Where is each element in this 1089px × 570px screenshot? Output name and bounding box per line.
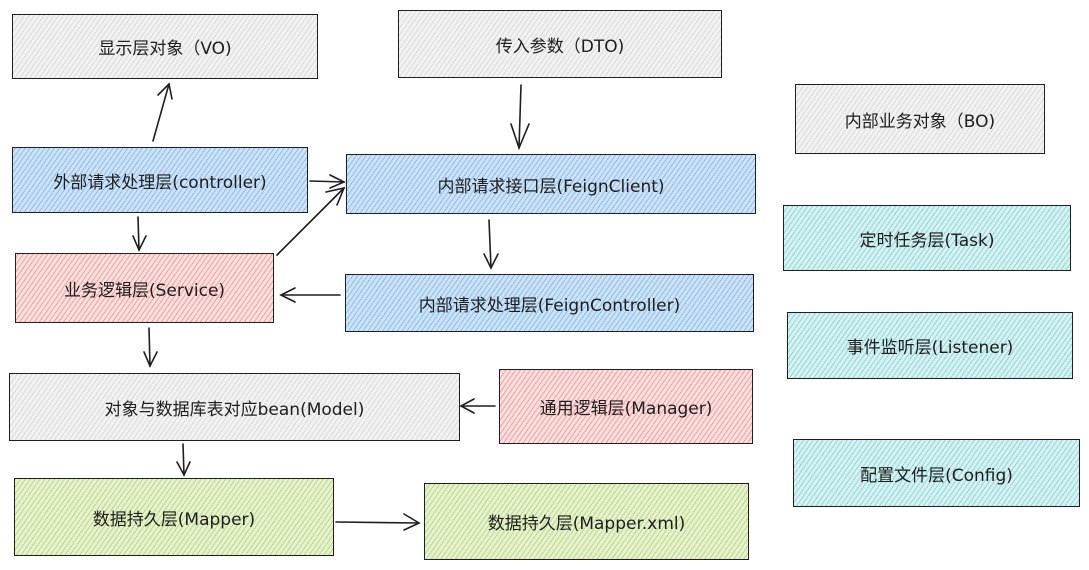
- listener-label: 事件监听层(Listener): [846, 338, 1014, 358]
- arrow-feignclient-to-feigncontroller: [483, 219, 499, 270]
- feign-controller-label: 内部请求处理层(FeignController): [418, 295, 681, 316]
- bo-label: 内部业务对象（BO): [844, 111, 996, 132]
- arrow-controller-to-vo: [152, 82, 173, 142]
- arrow-controller-to-feignclient: [309, 174, 346, 189]
- vo-box: 显示层对象（VO): [12, 14, 318, 79]
- manager-box: 通用逻辑层(Manager): [499, 369, 753, 444]
- feign-controller-box: 内部请求处理层(FeignController): [345, 274, 754, 332]
- controller-label: 外部请求处理层(controller): [53, 172, 267, 193]
- arrow-service-to-model: [143, 327, 158, 368]
- mapper-label: 数据持久层(Mapper): [92, 509, 256, 530]
- model-box: 对象与数据库表对应bean(Model): [9, 373, 460, 441]
- vo-label: 显示层对象（VO): [98, 39, 232, 59]
- bo-box: 内部业务对象（BO): [795, 84, 1045, 154]
- model-label: 对象与数据库表对应bean(Model): [104, 399, 365, 420]
- arrow-model-to-mapper: [176, 443, 191, 477]
- arrow-mapper-to-mapperxml: [335, 513, 421, 531]
- mapper-xml-label: 数据持久层(Mapper.xml): [487, 514, 686, 534]
- arrow-controller-to-service: [132, 216, 147, 252]
- task-label: 定时任务层(Task): [859, 230, 995, 251]
- arrow-service-to-feignclient: [276, 186, 346, 256]
- listener-box: 事件监听层(Listener): [787, 312, 1073, 379]
- manager-label: 通用逻辑层(Manager): [539, 399, 713, 419]
- config-box: 配置文件层(Config): [793, 439, 1080, 507]
- controller-box: 外部请求处理层(controller): [12, 147, 308, 213]
- service-label: 业务逻辑层(Service): [63, 280, 226, 301]
- dto-box: 传入参数（DTO): [398, 10, 722, 78]
- service-box: 业务逻辑层(Service): [15, 253, 274, 323]
- task-box: 定时任务层(Task): [783, 205, 1071, 271]
- config-label: 配置文件层(Config): [860, 465, 1013, 486]
- feign-client-box: 内部请求接口层(FeignClient): [346, 154, 756, 214]
- arrow-feigncontroller-to-service: [279, 287, 341, 303]
- arrow-manager-to-model: [459, 398, 496, 414]
- mapper-box: 数据持久层(Mapper): [14, 478, 334, 556]
- mapper-xml-box: 数据持久层(Mapper.xml): [424, 483, 749, 560]
- arrow-dto-to-feignclient: [510, 84, 530, 151]
- feign-client-label: 内部请求接口层(FeignClient): [437, 176, 665, 197]
- dto-label: 传入参数（DTO): [495, 36, 625, 57]
